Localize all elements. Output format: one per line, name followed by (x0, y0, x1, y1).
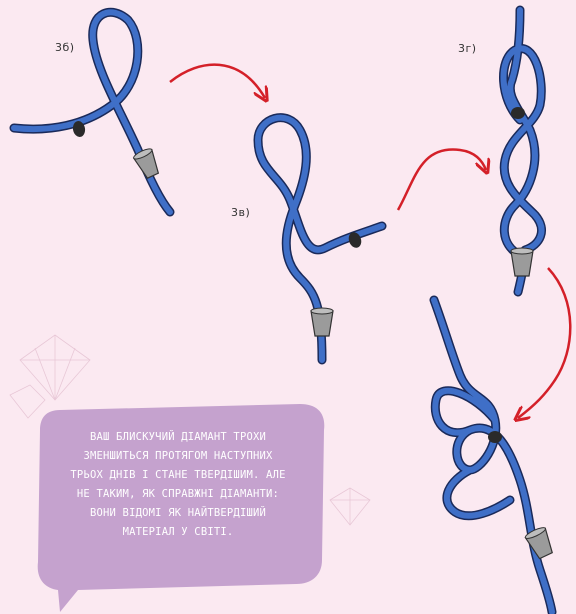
step-label-3v: 3в) (231, 206, 250, 219)
bubble-text: ВАШ БЛИСКУЧИЙ ДІАМАНТ ТРОХИ ЗМЕНШИТЬСЯ П… (52, 428, 304, 542)
bead (511, 107, 525, 119)
knot-step-3g (504, 10, 542, 292)
knot-step-3v (258, 118, 382, 360)
bubble-line: ВАШ БЛИСКУЧИЙ ДІАМАНТ ТРОХИ (52, 428, 304, 447)
decorative-diamond-right (330, 488, 370, 525)
step-label-3b: 3б) (55, 41, 75, 54)
bubble-line: НЕ ТАКИМ, ЯК СПРАВЖНІ ДІАМАНТИ: (52, 485, 304, 504)
arrow-step-3b-to-3v (170, 65, 265, 98)
bubble-line: ЗМЕНШИТЬСЯ ПРОТЯГОМ НАСТУПНИХ (52, 447, 304, 466)
arrow-step-3g-to-final (518, 268, 570, 418)
step-label-3g: 3г) (458, 42, 477, 55)
bubble-line: МАТЕРІАЛ У СВІТІ. (52, 523, 304, 542)
cord-stopper (311, 308, 333, 336)
knot-step-3b (14, 12, 170, 212)
bubble-line: ВОНИ ВІДОМІ ЯК НАЙТВЕРДІШИЙ (52, 504, 304, 523)
bubble-line: ТРЬОХ ДНІВ І СТАНЕ ТВЕРДІШИМ. АЛЕ (52, 466, 304, 485)
bead (488, 431, 502, 443)
cord-stopper (511, 248, 533, 276)
decorative-diamond-left (10, 335, 90, 418)
arrow-step-3v-to-3g (398, 150, 486, 210)
knot-final (434, 300, 556, 612)
